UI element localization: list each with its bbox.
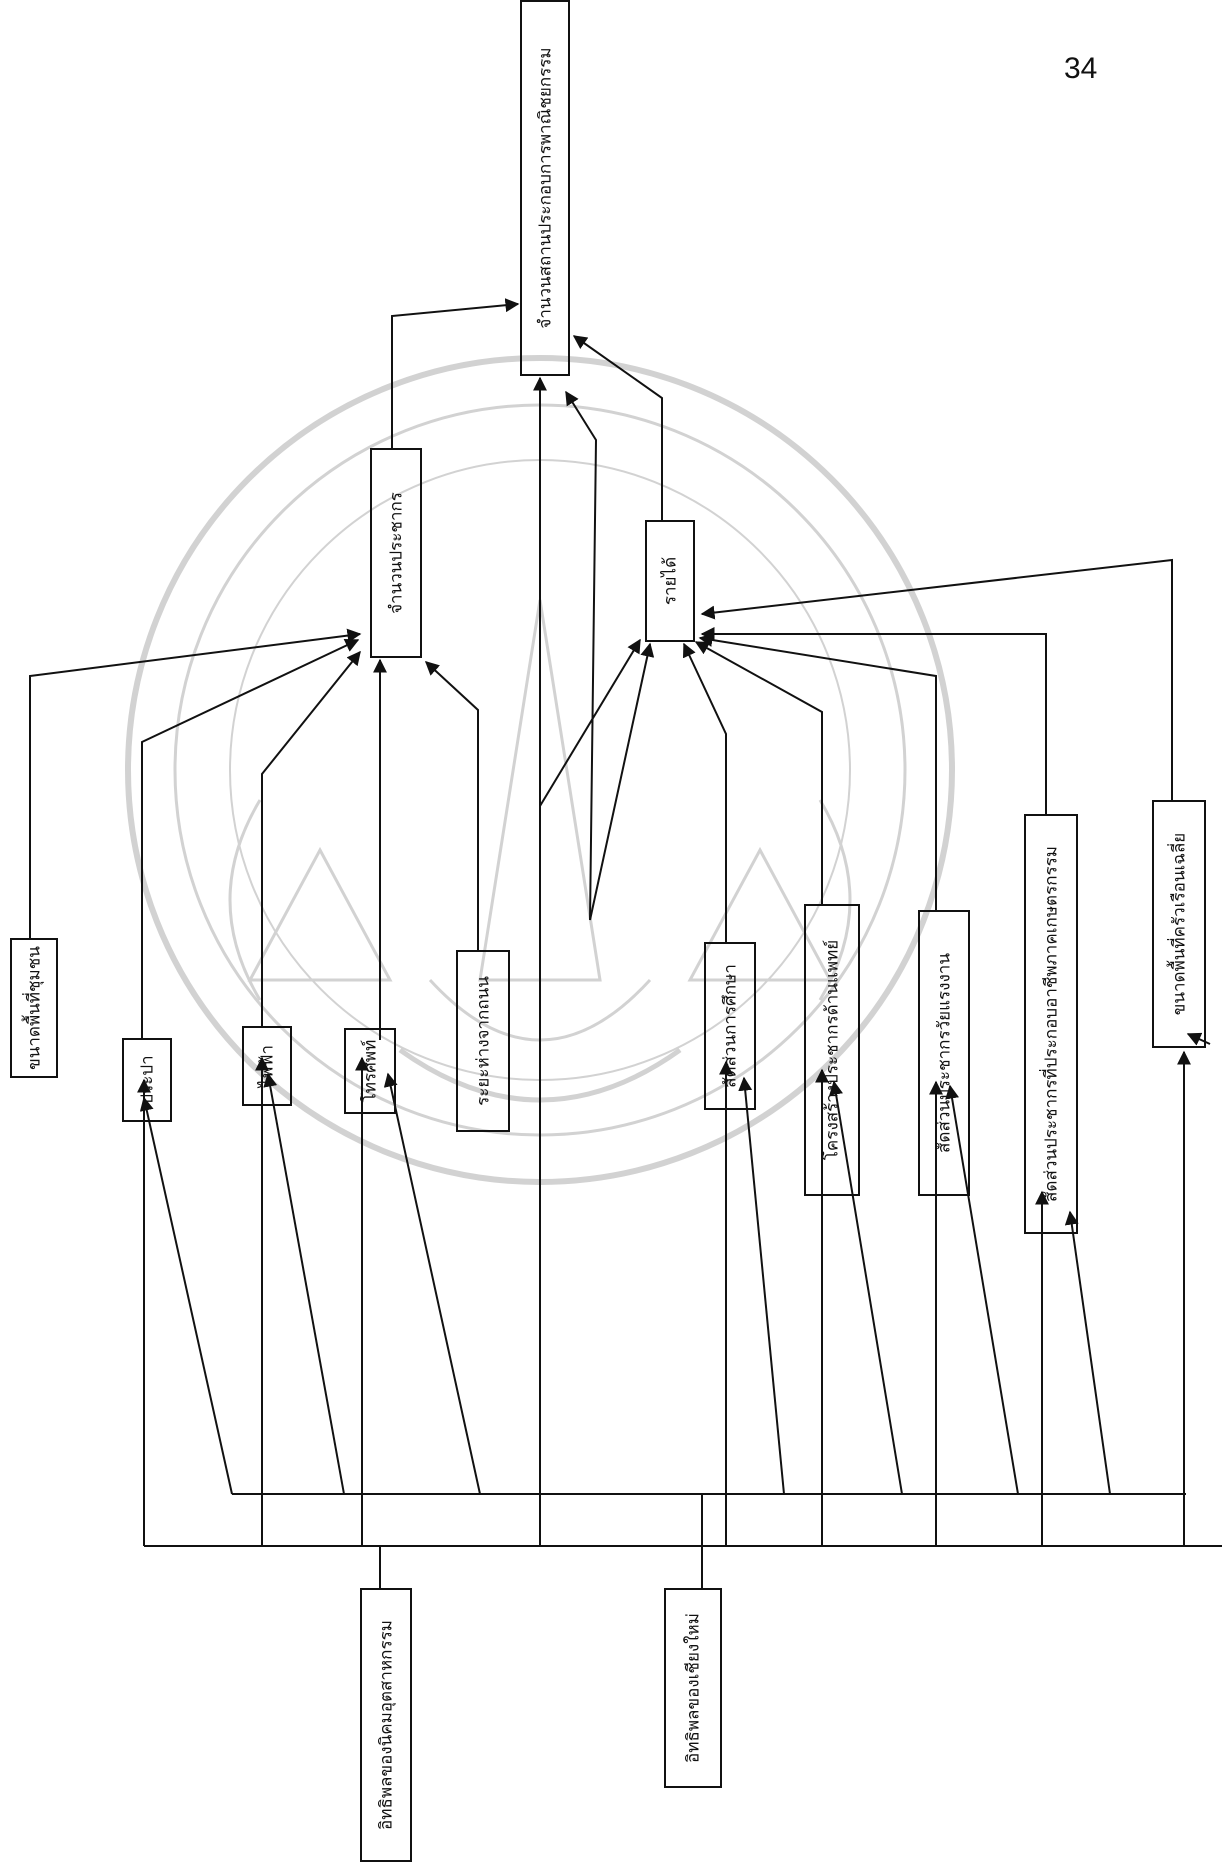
node-population: จำนวนประชากร (370, 448, 422, 658)
node-electricity-label: ไฟฟ้า (257, 1044, 278, 1088)
node-medical-infrastructure: โครงสร้างประชากรด้านแพทย์ (804, 904, 860, 1196)
node-community-area-label: ขนาดพื้นที่ชุมชน (24, 946, 45, 1070)
node-working-age-ratio: สัดส่วนประชากรวัยแรงงาน (918, 910, 970, 1196)
node-agriculture-ratio: สัดส่วนประชากรที่ประกอบอาชีพภาคเกษตรกรรม (1024, 814, 1078, 1234)
node-income: รายได้ (645, 520, 695, 642)
node-water-supply: ประปา (122, 1038, 172, 1122)
node-business-count: จำนวนสถานประกอบการพาณิชยกรรม (520, 0, 570, 376)
page-number: 34 (1064, 52, 1098, 85)
node-working-age-ratio-label: สัดส่วนประชากรวัยแรงงาน (934, 953, 955, 1153)
node-industrial-estate-influence: อิทธิพลของนิคมอุตสาหกรรม (360, 1588, 412, 1862)
node-household-area: ขนาดพื้นที่ครัวเรือนเฉลี่ย (1152, 800, 1206, 1048)
node-telephone-label: โทรศัพท์ (360, 1039, 381, 1103)
node-education-ratio: สัดส่วนการศึกษา (704, 942, 756, 1110)
node-business-count-label: จำนวนสถานประกอบการพาณิชยกรรม (535, 47, 556, 329)
node-chiang-mai-influence: อิทธิพลของเชียงใหม่ (664, 1588, 722, 1788)
node-water-supply-label: ประปา (137, 1055, 158, 1105)
node-distance-from-road-label: ระยะห่างจากถนน (473, 976, 494, 1106)
node-income-label: รายได้ (660, 556, 681, 606)
node-agriculture-ratio-label: สัดส่วนประชากรที่ประกอบอาชีพภาคเกษตรกรรม (1041, 846, 1062, 1202)
node-distance-from-road: ระยะห่างจากถนน (456, 950, 510, 1132)
node-chiang-mai-influence-label: อิทธิพลของเชียงใหม่ (683, 1613, 704, 1763)
node-medical-infrastructure-label: โครงสร้างประชากรด้านแพทย์ (822, 939, 843, 1161)
node-population-label: จำนวนประชากร (386, 492, 407, 614)
node-household-area-label: ขนาดพื้นที่ครัวเรือนเฉลี่ย (1169, 832, 1190, 1016)
node-education-ratio-label: สัดส่วนการศึกษา (720, 964, 741, 1088)
node-telephone: โทรศัพท์ (344, 1028, 396, 1114)
node-community-area: ขนาดพื้นที่ชุมชน (10, 938, 58, 1078)
node-electricity: ไฟฟ้า (242, 1026, 292, 1106)
node-industrial-estate-influence-label: อิทธิพลของนิคมอุตสาหกรรม (376, 1620, 397, 1830)
